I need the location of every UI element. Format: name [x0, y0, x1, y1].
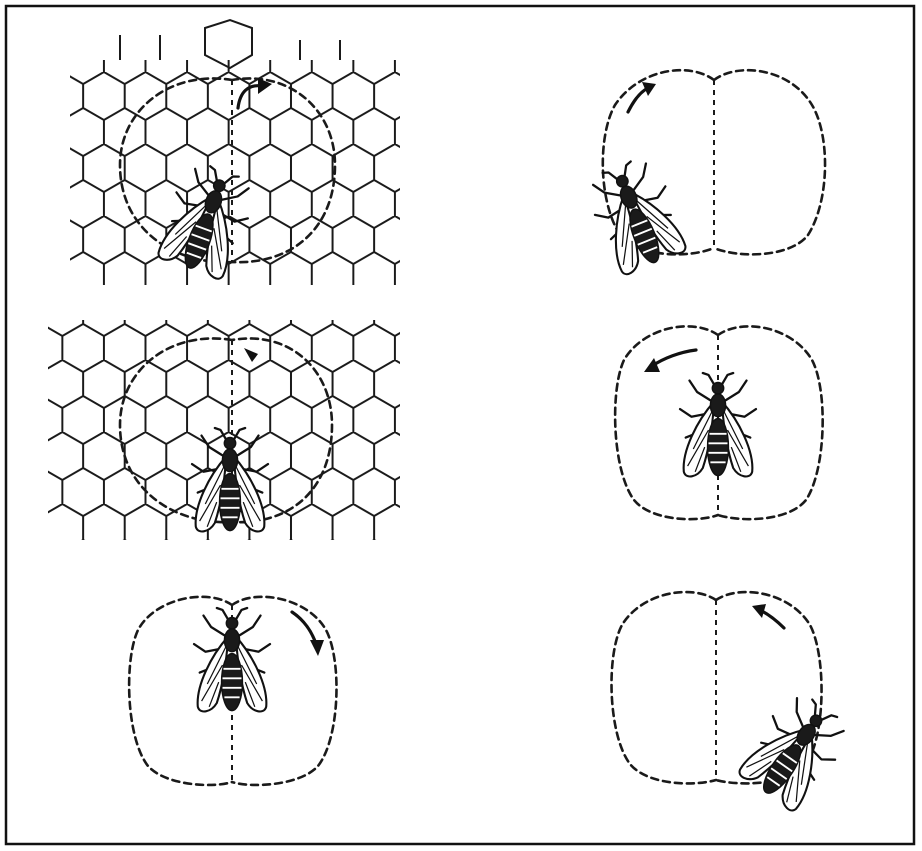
direction-arrow [652, 350, 696, 366]
panel-5 [129, 597, 336, 785]
arrow-head [644, 358, 660, 372]
arrow-head [310, 640, 324, 656]
direction-arrow [292, 612, 316, 644]
panel-3 [30, 300, 420, 560]
direction-arrow [760, 610, 784, 628]
panel-4 [615, 326, 823, 519]
panel-1 [60, 20, 410, 300]
direction-arrow [628, 88, 648, 112]
bee-icon [194, 608, 270, 711]
bee-icon [734, 687, 856, 815]
honeycomb-background [60, 30, 410, 300]
panel-6 [612, 592, 856, 815]
panel-2 [581, 70, 825, 277]
bee-icon [581, 153, 690, 277]
arrow-head [752, 604, 766, 618]
bee-icon [680, 373, 756, 476]
